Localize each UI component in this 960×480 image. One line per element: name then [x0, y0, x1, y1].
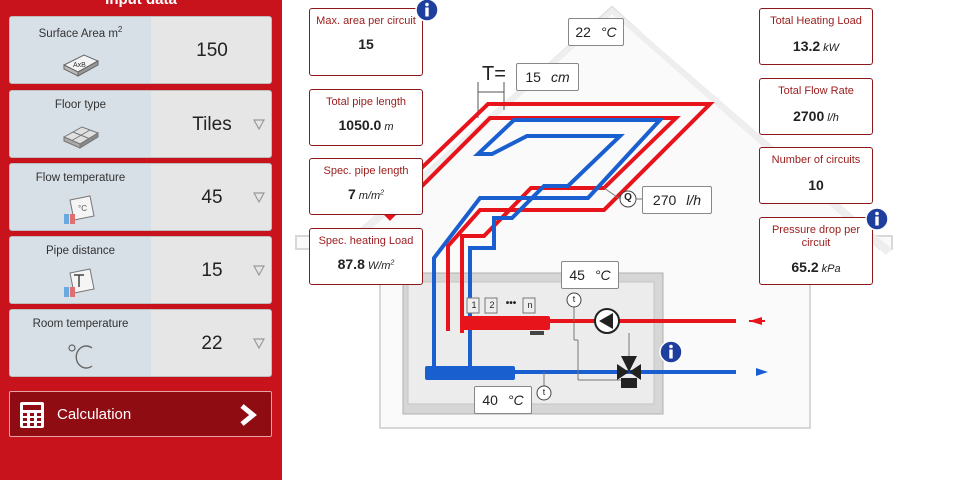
surface-area-label: Surface Area m2 [38, 25, 123, 40]
svg-text:AxB: AxB [73, 62, 86, 69]
flow-temperature-label: Flow temperature [35, 172, 126, 184]
total-flow-rate-title: Total Flow Rate [778, 85, 854, 97]
flow-temp-sensor-symbol: t [572, 294, 576, 304]
info-icon[interactable] [659, 340, 683, 364]
thermometer-pipe-icon: °C [64, 195, 95, 224]
return-temp-display: 40°C [474, 386, 532, 414]
pressure-drop-title: Pressure drop per circuit [771, 224, 861, 249]
max-area-box: Max. area per circuit 15 [309, 8, 423, 76]
sidebar-title: Input data [0, 0, 282, 8]
info-icon[interactable] [415, 0, 439, 22]
return-temp-sensor [536, 385, 552, 401]
dropdown-triangle-icon[interactable] [253, 118, 265, 130]
flow-temperature-value[interactable]: 45 [201, 187, 223, 208]
supply-manifold [460, 316, 550, 330]
pipe-distance-icon [64, 268, 95, 297]
dropdown-triangle-icon[interactable] [253, 191, 265, 203]
pipe-distance-label: Pipe distance [45, 245, 116, 257]
calculation-button[interactable]: Calculation [9, 391, 272, 437]
surface-area-value[interactable]: 150 [196, 40, 228, 61]
info-icon[interactable] [865, 207, 889, 231]
number-of-circuits-box: Number of circuits 10 [759, 147, 873, 204]
number-of-circuits-value: 10 [808, 177, 824, 193]
room-temperature-row[interactable]: Room temperature 22 [9, 309, 272, 377]
chevron-right-icon [240, 404, 257, 426]
return-arrow-out [756, 368, 768, 376]
floor-type-label: Floor type [54, 99, 107, 111]
circuit-label-1: 1 [471, 300, 477, 310]
circuit-label-n: n [527, 300, 533, 310]
mixing-valve-icon [617, 364, 629, 380]
pipe-distance-row[interactable]: Pipe distance 15 [9, 236, 272, 304]
room-temperature-label: Room temperature [32, 318, 129, 330]
room-temperature-value[interactable]: 22 [201, 333, 223, 354]
return-temp-sensor-symbol: t [542, 387, 546, 397]
circuit-label-ellipsis: ••• [505, 298, 517, 309]
house-schematic [295, 5, 893, 429]
svg-text:°C: °C [78, 204, 87, 213]
return-manifold [425, 366, 515, 380]
dropdown-triangle-icon[interactable] [253, 264, 265, 276]
calculator-icon [20, 402, 44, 428]
max-area-title: Max. area per circuit [316, 15, 416, 27]
number-of-circuits-title: Number of circuits [771, 154, 861, 166]
total-pipe-length-title: Total pipe length [325, 96, 407, 108]
dropdown-triangle-icon[interactable] [253, 337, 265, 349]
input-sidebar: Input data Surface Area m2 AxB 150 Floor… [0, 0, 282, 480]
total-heating-load-title: Total Heating Load [770, 15, 862, 27]
max-area-value: 15 [358, 36, 374, 52]
return-pipe [432, 118, 665, 372]
flow-temp-sensor [566, 292, 582, 308]
pipe-spacing-label: T= [482, 63, 506, 85]
spec-pipe-length-title: Spec. pipe length [323, 165, 409, 177]
floor-type-row[interactable]: Floor type Tiles [9, 90, 272, 158]
flow-temp-display: 45°C [561, 261, 619, 289]
circuit-label-2: 2 [489, 300, 495, 310]
area-ruler-icon: AxB [62, 54, 100, 77]
pipe-distance-value[interactable]: 15 [201, 260, 223, 281]
tiles-icon [62, 126, 100, 149]
spec-heating-load-title: Spec. heating Load [318, 235, 414, 247]
surface-area-row[interactable]: Surface Area m2 AxB 150 [9, 16, 272, 84]
calculation-button-label: Calculation [57, 406, 132, 423]
floor-type-value[interactable]: Tiles [192, 114, 232, 135]
supply-pipe [377, 102, 715, 333]
degree-celsius-icon [68, 344, 93, 369]
flow-temperature-row[interactable]: Flow temperature °C 45 [9, 163, 272, 231]
circuit-labels [466, 297, 536, 314]
room-temp-display: 22°C [568, 18, 624, 46]
